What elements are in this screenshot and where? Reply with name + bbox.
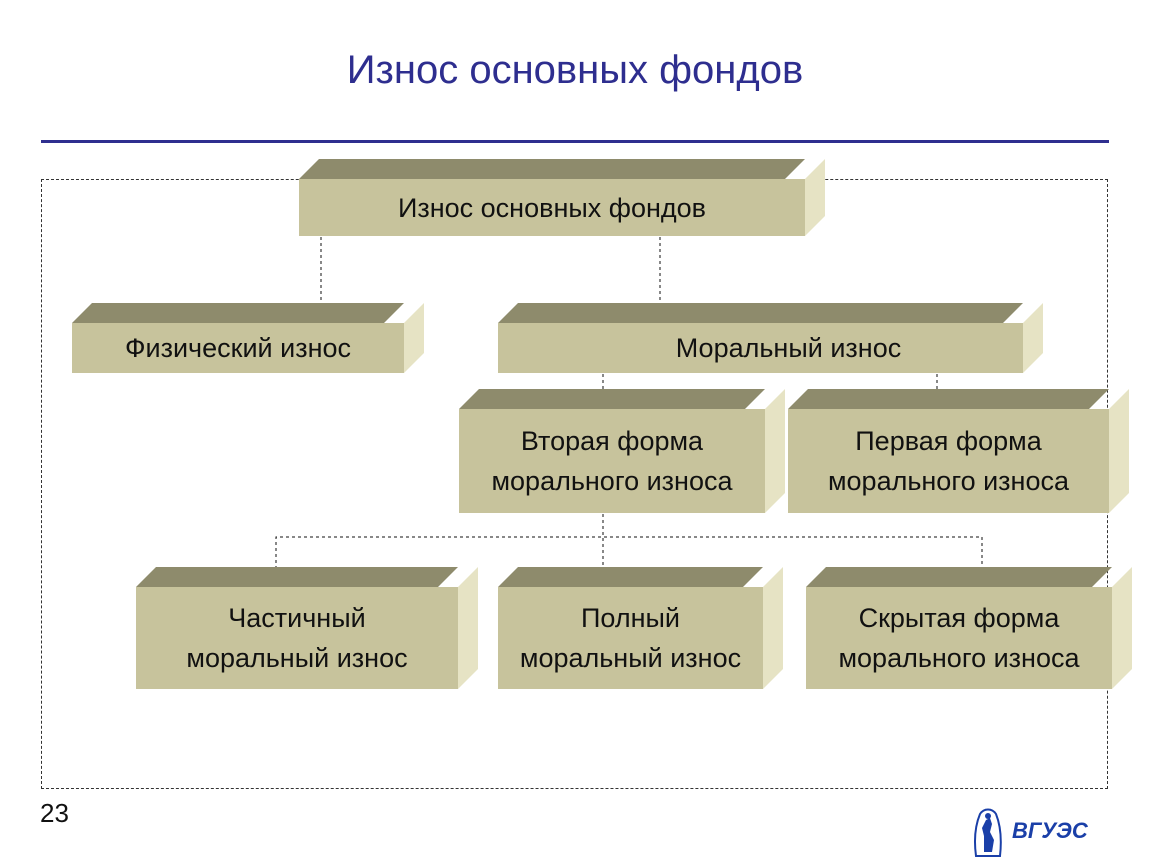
box-hidden-form-label: Скрытая форма морального износа [838,603,1080,673]
page-number: 23 [40,798,69,828]
box-root-label: Износ основных фондов [397,192,707,223]
box-physical: Физический износ [72,323,404,373]
university-logo: ВГУЭС [974,808,1089,857]
box-root: Износ основных фондов [299,179,805,236]
box-partial: Частичный моральный износ [136,587,458,689]
box-partial-label: Частичный моральный износ [186,603,408,673]
connector-bus [275,536,983,587]
box-moral: Моральный износ [498,323,1023,373]
box-second-form-label: Вторая форма морального износа [491,426,733,496]
statue-icon [974,808,1002,857]
box-full-label: Полный моральный износ [519,603,742,673]
box-first-form-label: Первая форма морального износа [827,426,1070,496]
box-full: Полный моральный износ [498,587,763,689]
box-second-form: Вторая форма морального износа [459,409,765,513]
slide-title: Износ основных фондов [346,48,804,92]
box-physical-label: Физический износ [124,333,352,363]
box-hidden-form: Скрытая форма морального износа [806,587,1112,689]
box-moral-label: Моральный износ [675,333,902,363]
box-first-form: Первая форма морального износа [788,409,1109,513]
logo-wordmark: ВГУЭС [1012,818,1089,843]
title-divider [41,140,1109,143]
